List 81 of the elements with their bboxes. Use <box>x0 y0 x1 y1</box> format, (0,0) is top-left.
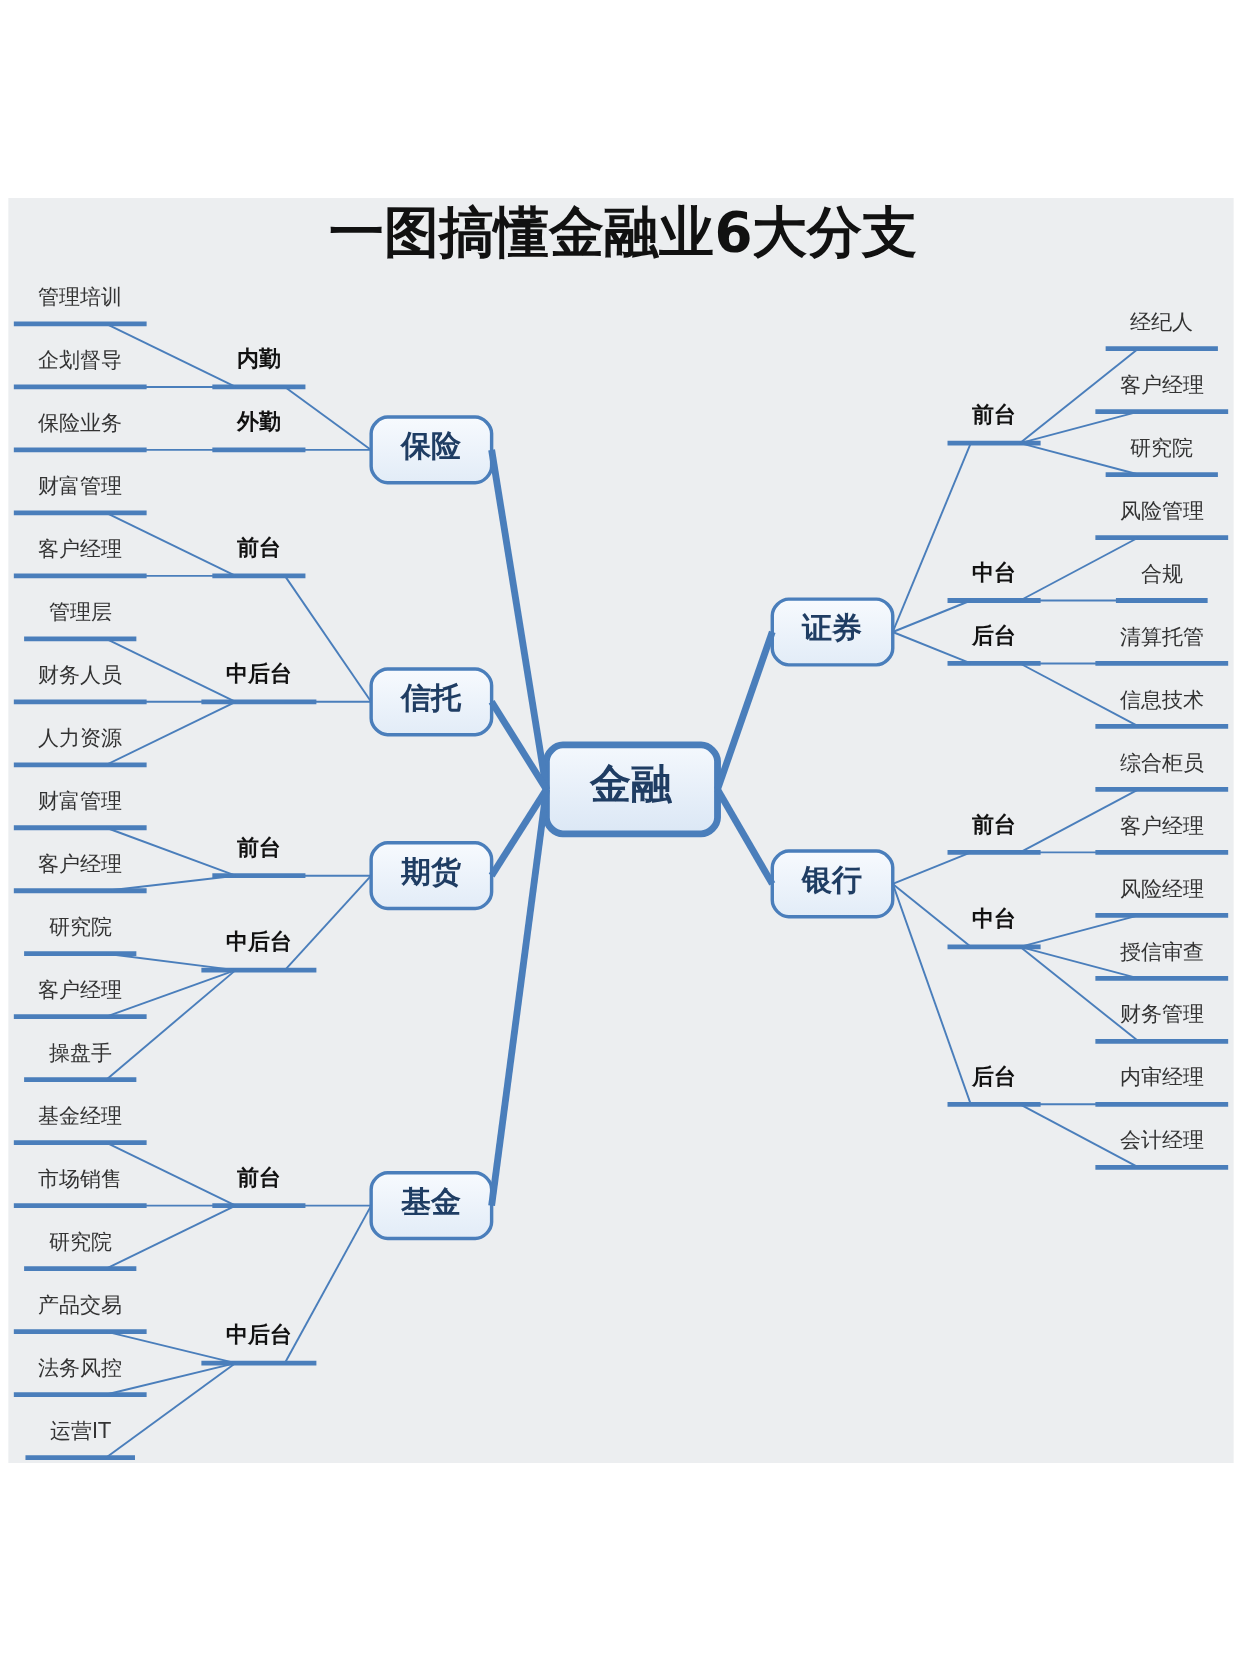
connector <box>283 448 373 451</box>
node-text: 内审经理 <box>1120 1064 1205 1089</box>
node-text: 前台 <box>972 811 1017 837</box>
node-box: 证券 <box>770 596 895 667</box>
node-text: 财务人员 <box>38 662 123 687</box>
node-text: 风险经理 <box>1120 876 1205 901</box>
connector <box>283 874 373 971</box>
node-text: 财务管理 <box>1120 1001 1205 1026</box>
connector <box>105 874 237 892</box>
node-text: 后台 <box>972 622 1017 648</box>
node-text: 客户经理 <box>38 977 123 1002</box>
node-text: 前台 <box>972 401 1017 427</box>
connector <box>714 630 776 791</box>
node-box: 期货 <box>369 840 494 910</box>
node-text: 经纪人 <box>1130 309 1194 334</box>
node-text: 人力资源 <box>38 725 123 750</box>
node-text: 研究院 <box>48 1229 112 1254</box>
node-box: 基金 <box>369 1170 494 1240</box>
connector <box>891 882 972 948</box>
connector <box>105 968 237 1018</box>
connector <box>105 968 237 1081</box>
connector <box>488 788 550 1206</box>
node-text: 运营IT <box>50 1418 111 1443</box>
node-text: 操盘手 <box>48 1040 112 1065</box>
node-text: 中后台 <box>226 928 293 954</box>
node-text: 会计经理 <box>1120 1127 1205 1152</box>
node-box: 信托 <box>369 666 494 736</box>
connector <box>891 882 972 1105</box>
node-text: 客户经理 <box>1120 813 1205 838</box>
node-text: 综合柜员 <box>1120 750 1205 775</box>
node-text: 清算托管 <box>1120 624 1205 649</box>
node-text: 管理层 <box>48 599 112 624</box>
node-text: 产品交易 <box>38 1292 123 1317</box>
node-text: 客户经理 <box>1120 372 1205 397</box>
connector <box>1019 1102 1140 1168</box>
connector <box>105 385 237 388</box>
node-box: 保险 <box>369 414 494 484</box>
node-text: 内勤 <box>236 345 281 371</box>
node-text: 客户经理 <box>38 851 123 876</box>
node-text: 法务风控 <box>38 1355 123 1380</box>
node-text: 前台 <box>236 1164 281 1190</box>
connector <box>1019 662 1140 727</box>
node-box: 金融 <box>542 741 721 837</box>
connector <box>1019 662 1140 664</box>
node-text: 信息技术 <box>1120 687 1205 712</box>
connector <box>105 1204 237 1207</box>
node-text: 基金经理 <box>38 1103 123 1128</box>
node-text: 财富管理 <box>38 788 123 813</box>
connector <box>105 700 237 766</box>
node-text: 中台 <box>972 905 1017 931</box>
connector <box>105 448 237 451</box>
connector <box>105 1204 237 1270</box>
connector <box>283 1204 373 1364</box>
node-text: 财富管理 <box>38 473 123 498</box>
node-text: 中后台 <box>226 1321 293 1347</box>
node-text: 前台 <box>236 834 281 860</box>
node-box: 银行 <box>770 848 895 918</box>
node-text: 保险业务 <box>38 410 123 435</box>
node-text: 中台 <box>972 559 1017 585</box>
connector <box>488 448 550 790</box>
node-text: 客户经理 <box>38 536 123 561</box>
node-text: 中后台 <box>226 660 293 686</box>
node-text: 外勤 <box>236 408 281 434</box>
connector <box>283 700 373 703</box>
node-text: 合规 <box>1140 561 1183 586</box>
node-text: 管理培训 <box>38 284 123 309</box>
node-text: 风险管理 <box>1120 498 1205 523</box>
node-text: 授信审查 <box>1120 939 1205 964</box>
node-text: 前台 <box>236 534 281 560</box>
connector <box>105 574 237 577</box>
node-text: 后台 <box>972 1063 1017 1088</box>
node-text: 市场销售 <box>38 1166 123 1191</box>
node-text: 研究院 <box>1130 435 1194 460</box>
diagram-title: 一图搞懂金融业6大分支 <box>329 199 918 264</box>
node-text: 研究院 <box>48 914 112 939</box>
connector <box>283 1204 373 1207</box>
connector <box>283 874 373 877</box>
node-text: 企划督导 <box>38 347 123 372</box>
connector <box>105 826 237 877</box>
connector <box>1019 850 1140 853</box>
connector <box>1019 1102 1140 1105</box>
